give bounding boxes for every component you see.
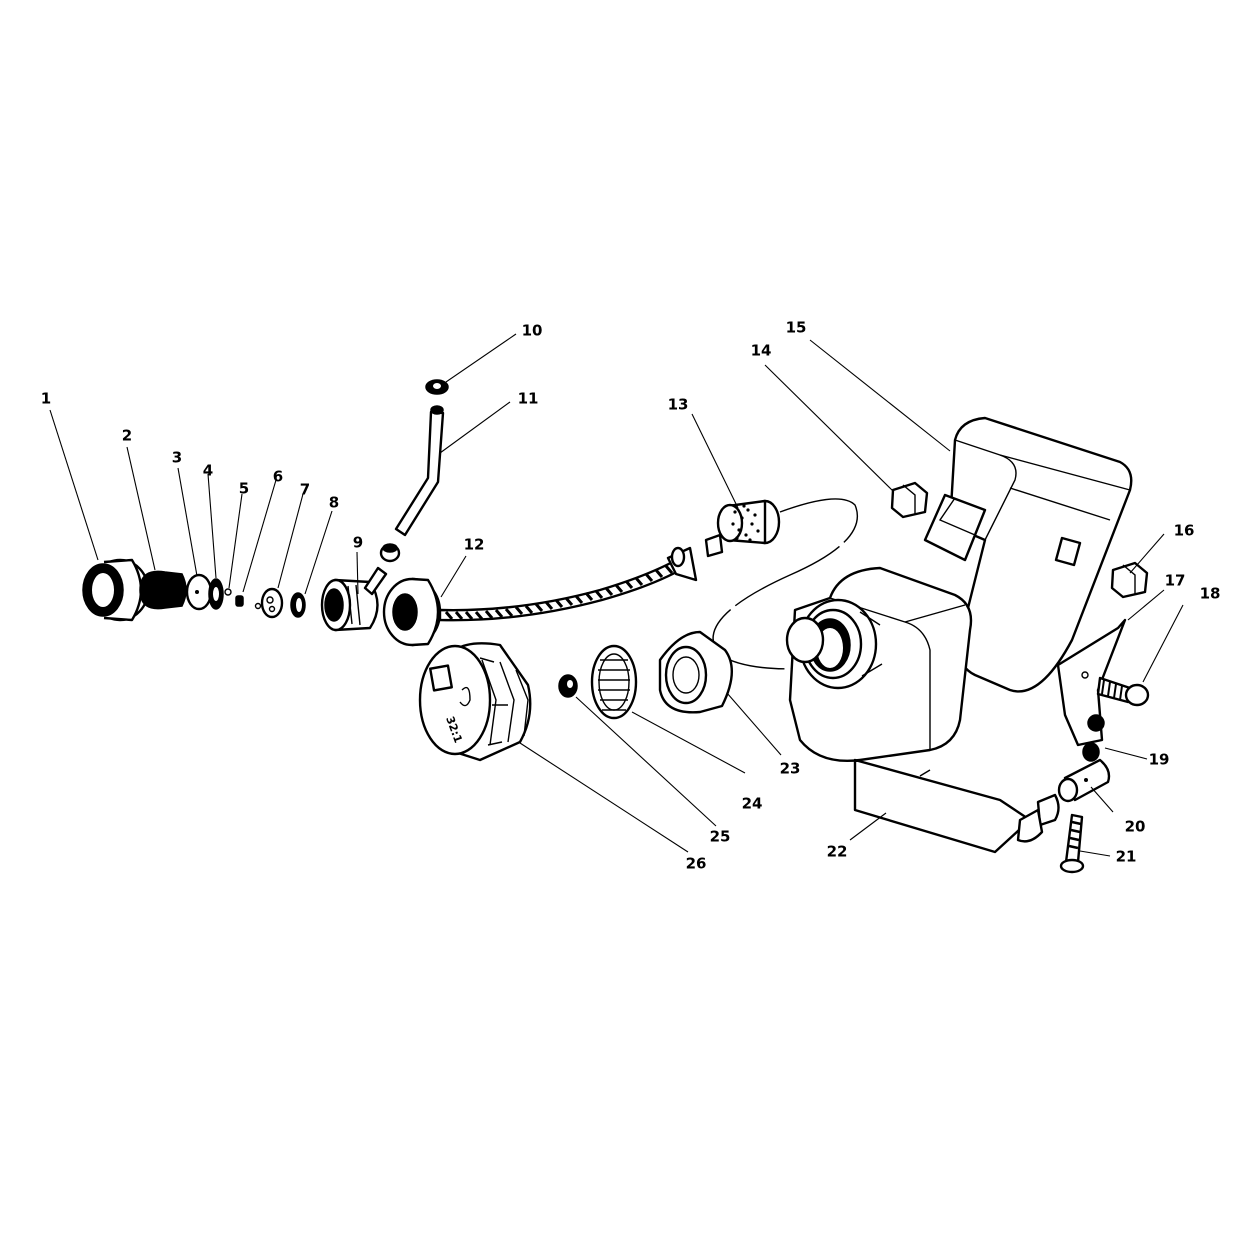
hose-routing-line [712, 498, 881, 670]
part-24-screen [590, 644, 638, 720]
callout-9: 9 [353, 534, 363, 552]
tube-connector [379, 543, 401, 563]
reservoir-body [785, 566, 973, 762]
part-25-plug [558, 674, 578, 698]
callout-7: 7 [300, 481, 310, 499]
callout-17: 17 [1165, 572, 1186, 590]
callout-10: 10 [522, 322, 543, 340]
part-11-vent-tube [394, 405, 445, 537]
part-18-bolt [1096, 676, 1150, 707]
callout-6: 6 [273, 468, 283, 486]
part-10-grommet [425, 379, 449, 395]
part-20-pin [1016, 758, 1111, 843]
part-14-clip [890, 481, 929, 519]
part-4-washer [208, 578, 224, 610]
part-26-fuel-cap: 32:1 [418, 642, 532, 762]
part-6-spring [235, 595, 244, 607]
callout-25: 25 [710, 828, 731, 846]
callout-20: 20 [1125, 818, 1146, 836]
part-16-clip [1110, 561, 1149, 599]
callout-26: 26 [686, 855, 707, 873]
part-5-pin [224, 588, 232, 596]
part-13-fuel-filter [704, 499, 781, 558]
callout-4: 4 [203, 462, 213, 480]
part-21-screw [1059, 813, 1085, 874]
part-12-fuel-hose [382, 546, 698, 647]
callout-16: 16 [1174, 522, 1195, 540]
part-22-base-bracket [853, 758, 1032, 854]
callout-8: 8 [329, 494, 339, 512]
callout-3: 3 [172, 449, 182, 467]
callout-12: 12 [464, 536, 485, 554]
callout-1: 1 [41, 390, 51, 408]
part-9-fitting [320, 566, 388, 632]
callout-11: 11 [518, 390, 539, 408]
part-19-nut [1082, 714, 1105, 762]
leader-lines [49, 333, 1184, 857]
callout-24: 24 [742, 795, 763, 813]
part-2-filter-cone [139, 570, 187, 610]
callout-18: 18 [1200, 585, 1221, 603]
part-17-side-plate [1056, 618, 1127, 747]
callout-13: 13 [668, 396, 689, 414]
part-3-disc [185, 573, 213, 611]
callout-2: 2 [122, 427, 132, 445]
part-7-valve-plate [254, 587, 284, 619]
callout-15: 15 [786, 319, 807, 337]
part-23-strainer [658, 630, 733, 714]
callout-14: 14 [751, 342, 772, 360]
part-8-gasket [290, 592, 306, 618]
callout-5: 5 [239, 480, 249, 498]
part-1-ring-nut [82, 558, 150, 622]
callout-19: 19 [1149, 751, 1170, 769]
callout-21: 21 [1116, 848, 1137, 866]
callout-labels: 1 2 3 4 5 6 7 8 9 10 11 12 13 14 15 16 1… [41, 319, 1221, 873]
callout-23: 23 [780, 760, 801, 778]
callout-22: 22 [827, 843, 848, 861]
